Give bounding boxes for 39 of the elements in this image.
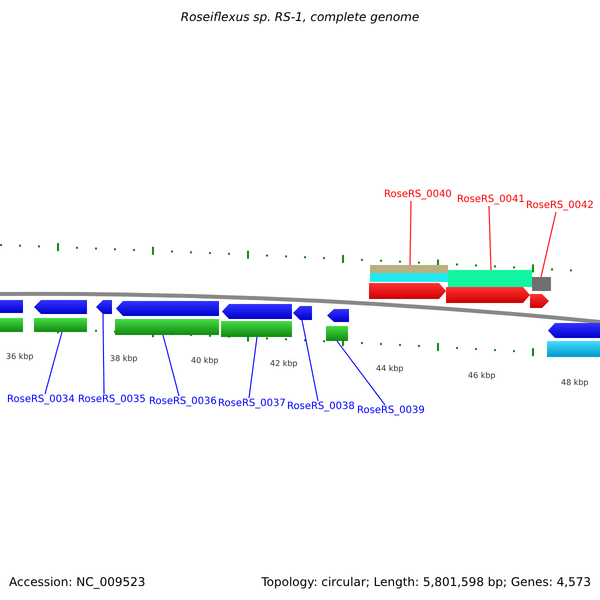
scale-label: 38 kbp (110, 353, 138, 365)
scale-label: 44 kbp (376, 363, 404, 375)
footer-text: Accession: NC_009523 (9, 576, 146, 588)
gene-feature-block (0, 300, 23, 332)
gene-label: RoseRS_0035 (78, 394, 146, 406)
gene-feature-block (34, 300, 87, 332)
gene-label: RoseRS_0041 (457, 194, 525, 206)
gene-feature-block (326, 309, 349, 341)
leader-line (410, 200, 412, 266)
gene-label: RoseRS_0038 (287, 401, 355, 413)
gene-label: RoseRS_0036 (149, 396, 217, 408)
leader-line (162, 334, 180, 396)
gene-feature-block (369, 265, 448, 299)
gene-feature-block (96, 300, 112, 314)
gene-feature-block (530, 277, 551, 308)
title: Roseiflexus sp. RS-1, complete genome (180, 11, 420, 23)
gene-label: RoseRS_0039 (357, 405, 425, 417)
gene-label: RoseRS_0037 (218, 398, 286, 410)
leader-line (44, 332, 62, 394)
gene-feature-block (293, 306, 312, 320)
gene-feature-block (547, 323, 600, 357)
gene-feature-block (221, 304, 292, 337)
leader-line (540, 212, 556, 278)
scale-label: 46 kbp (468, 370, 496, 382)
gene-label: RoseRS_0040 (384, 189, 452, 201)
leader-line (302, 320, 318, 402)
leader-line (102, 314, 104, 394)
scale-label: 40 kbp (191, 355, 219, 367)
leader-line (336, 340, 386, 406)
scale-label: 42 kbp (270, 358, 298, 370)
gene-feature-block (115, 301, 219, 335)
scale-label: 36 kbp (6, 351, 34, 363)
scale-label: 48 kbp (561, 377, 589, 389)
gene-label: RoseRS_0042 (526, 200, 594, 212)
leader-line (248, 336, 258, 398)
leader-line (488, 206, 492, 270)
gene-feature-block (446, 270, 532, 303)
gene-label: RoseRS_0034 (7, 394, 75, 406)
footer-text: Topology: circular; Length: 5,801,598 bp; Genes: 4,573 (261, 576, 591, 588)
